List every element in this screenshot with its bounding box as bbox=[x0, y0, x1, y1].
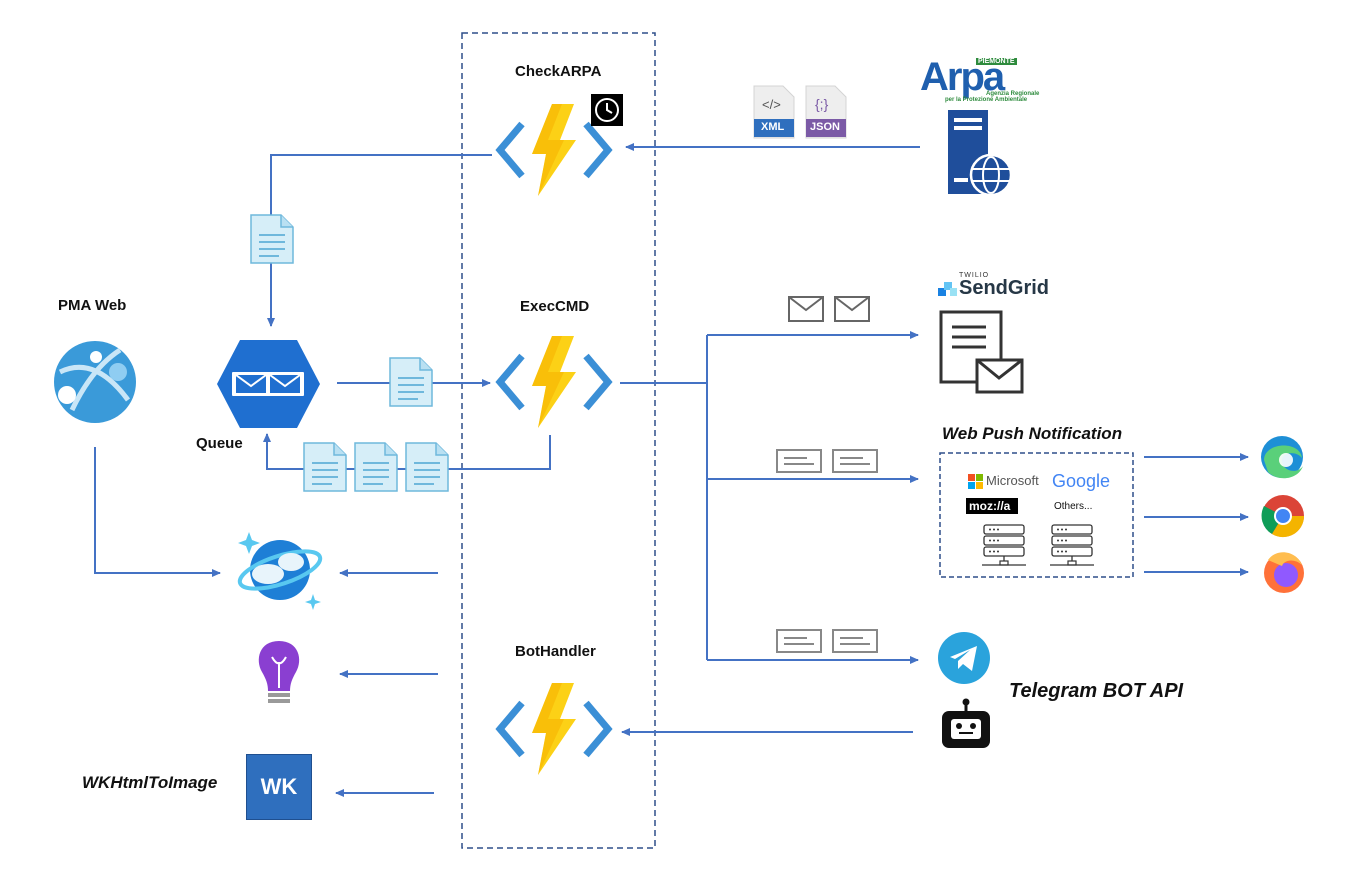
document-icon bbox=[354, 442, 398, 492]
document-icon bbox=[405, 442, 449, 492]
chrome-icon bbox=[1261, 495, 1305, 538]
mail-document-icon bbox=[939, 310, 1024, 394]
xml-glyph: </> bbox=[762, 97, 781, 112]
robot-icon bbox=[942, 698, 990, 748]
message-icon bbox=[832, 629, 878, 653]
message-icon bbox=[776, 449, 822, 473]
xml-file-icon bbox=[753, 85, 795, 139]
app-insights-icon bbox=[258, 641, 300, 703]
wk-badge: WK bbox=[246, 754, 312, 820]
message-icon bbox=[776, 629, 822, 653]
web-server-icon bbox=[948, 110, 1013, 197]
microsoft-logo-icon bbox=[968, 474, 983, 489]
storage-queue-icon bbox=[217, 340, 320, 428]
firefox-icon bbox=[1264, 552, 1304, 593]
mozilla-label: moz://a bbox=[969, 499, 1011, 513]
bothandler-label: BotHandler bbox=[515, 643, 596, 660]
arpa-region-label: PIEMONTE bbox=[976, 58, 1017, 65]
app-service-icon bbox=[54, 341, 136, 423]
checkarpa-to-queue-arrow bbox=[267, 154, 492, 327]
execcmd-function-icon bbox=[500, 336, 608, 428]
mozilla-logo-bg bbox=[966, 498, 1018, 514]
microsoft-label: Microsoft bbox=[986, 473, 1039, 488]
json-label: JSON bbox=[810, 121, 840, 133]
web-push-title: Web Push Notification bbox=[942, 424, 1123, 443]
sendgrid-brand-label: SendGrid bbox=[959, 277, 1050, 299]
others-label: Others... bbox=[1054, 501, 1093, 512]
queue-label: Queue bbox=[196, 435, 243, 452]
push-server-icon bbox=[1049, 524, 1095, 566]
document-icon bbox=[250, 214, 294, 264]
checkarpa-label: CheckARPA bbox=[515, 63, 602, 80]
sendgrid-sub-label: TWILIO bbox=[959, 272, 990, 279]
telegram-label: Telegram BOT API bbox=[1009, 680, 1184, 702]
connectors bbox=[94, 143, 1249, 797]
clock-icon bbox=[591, 94, 623, 126]
arpa-sub2-label: per la Protezione Ambientale bbox=[945, 97, 1028, 103]
json-glyph: {;} bbox=[815, 96, 829, 112]
document-icon bbox=[389, 357, 433, 407]
arpa-sub1-label: Agenzia Regionale bbox=[986, 91, 1040, 97]
document-icon bbox=[303, 442, 347, 492]
bothandler-function-icon bbox=[500, 683, 608, 775]
function-app-boundary bbox=[461, 32, 656, 849]
pma-web-label: PMA Web bbox=[58, 297, 127, 314]
xml-label: XML bbox=[761, 121, 785, 133]
mail-icon bbox=[788, 296, 824, 322]
cosmos-db-icon bbox=[237, 532, 323, 610]
message-icon bbox=[832, 449, 878, 473]
wkhtmltoimage-label: WKHtmlToImage bbox=[82, 773, 218, 792]
google-label: Google bbox=[1052, 471, 1111, 491]
push-server-icon bbox=[981, 524, 1027, 566]
web-push-box bbox=[939, 452, 1134, 578]
mail-icon bbox=[834, 296, 870, 322]
execcmd-label: ExecCMD bbox=[520, 298, 590, 315]
telegram-icon bbox=[938, 632, 990, 684]
sendgrid-logo-icon bbox=[938, 282, 957, 296]
pma-to-cosmos-arrow bbox=[94, 447, 221, 577]
edge-icon bbox=[1261, 436, 1303, 479]
json-file-icon bbox=[805, 85, 847, 139]
